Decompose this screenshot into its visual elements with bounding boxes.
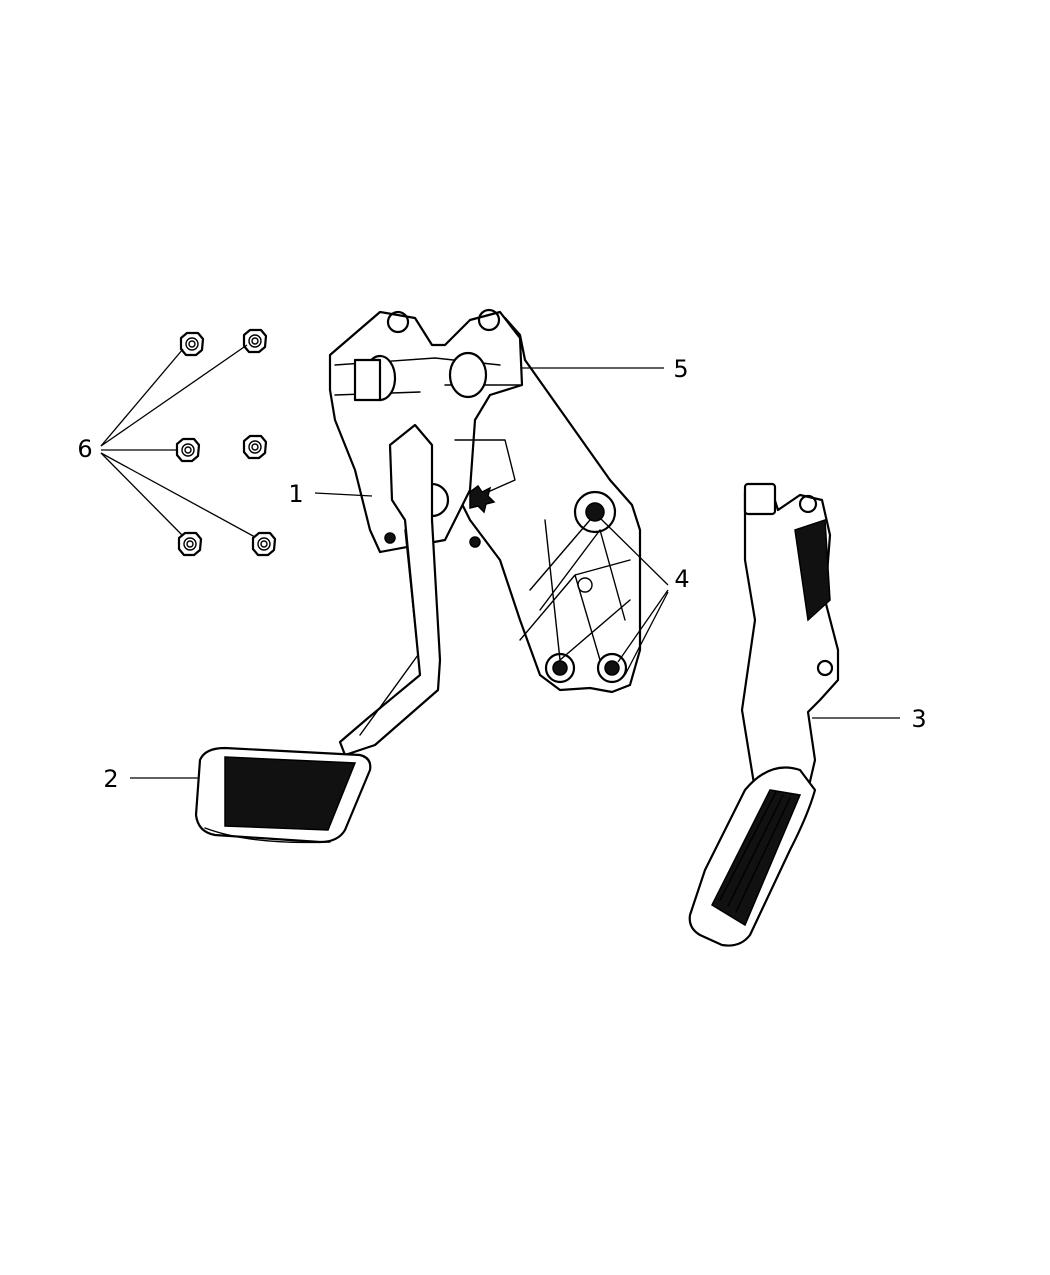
brake-pedal-pad: [194, 746, 372, 844]
callout-2: 2: [103, 765, 118, 793]
callout-1: 1: [288, 480, 303, 508]
mount-stud: [544, 652, 576, 684]
brake-pedal-arm: [338, 423, 442, 757]
hex-nut-group: [175, 328, 277, 557]
hex-nut: [179, 331, 205, 357]
accelerator-pedal: [688, 482, 840, 947]
leader-lines: [100, 344, 900, 779]
hex-nut: [177, 531, 203, 557]
callout-5: 5: [673, 355, 688, 383]
hex-nut: [242, 434, 268, 460]
callout-4: 4: [674, 565, 689, 593]
callout-6: 6: [77, 435, 92, 463]
mount-stud: [596, 652, 628, 684]
pedal-support-bracket: [328, 308, 642, 694]
hex-nut: [251, 531, 277, 557]
callout-3: 3: [911, 705, 926, 733]
hex-nut: [242, 328, 268, 354]
hex-nut: [175, 437, 201, 463]
